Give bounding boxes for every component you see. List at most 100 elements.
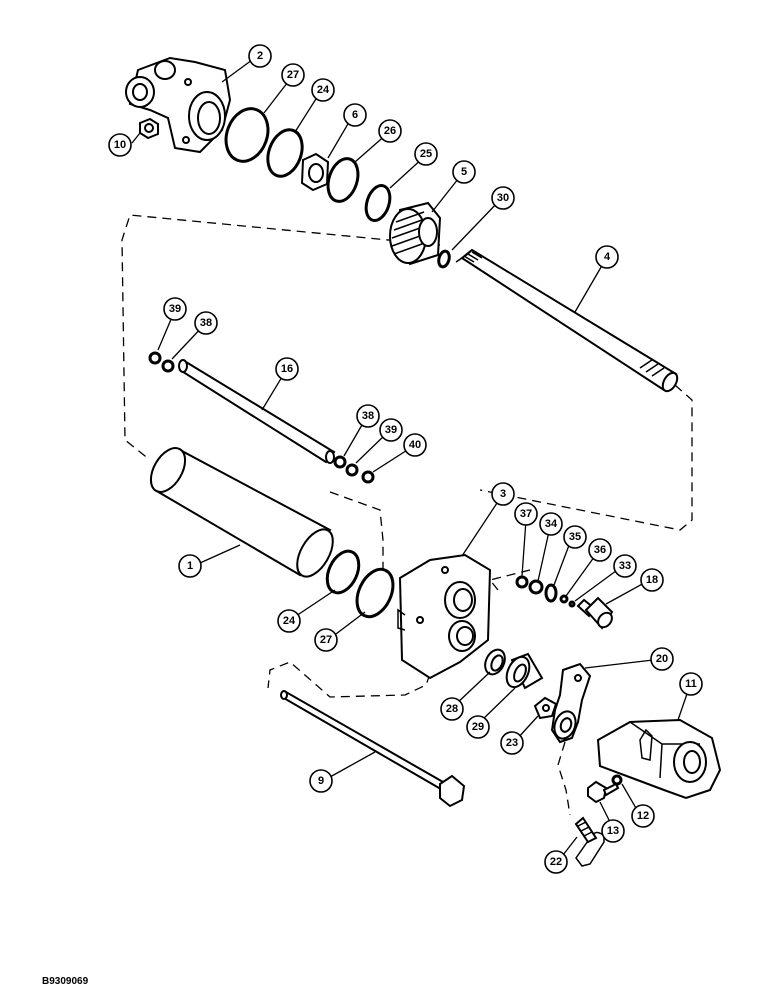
svg-text:38: 38 bbox=[362, 410, 374, 422]
callout-26: 26 bbox=[378, 119, 402, 143]
svg-text:24: 24 bbox=[283, 615, 296, 627]
snap-ring-39-left bbox=[148, 351, 162, 365]
plug-18 bbox=[576, 596, 614, 630]
svg-text:30: 30 bbox=[497, 192, 509, 204]
o-ring-25 bbox=[364, 184, 392, 222]
callout-29: 29 bbox=[466, 715, 490, 739]
callout-36: 36 bbox=[588, 538, 612, 562]
svg-text:33: 33 bbox=[619, 560, 631, 572]
svg-text:5: 5 bbox=[461, 166, 467, 178]
svg-text:39: 39 bbox=[385, 424, 397, 436]
callout-33: 33 bbox=[613, 554, 637, 578]
clamp-20 bbox=[550, 662, 592, 744]
callout-27-lower: 27 bbox=[314, 628, 338, 652]
callout-24-lower: 24 bbox=[277, 609, 301, 633]
document-id: B9309069 bbox=[42, 976, 89, 987]
svg-text:40: 40 bbox=[409, 439, 421, 451]
callout-16: 16 bbox=[275, 357, 299, 381]
svg-text:11: 11 bbox=[685, 678, 697, 690]
svg-text:38: 38 bbox=[200, 317, 212, 329]
svg-text:29: 29 bbox=[472, 721, 484, 733]
callout-13: 13 bbox=[601, 819, 625, 843]
svg-text:36: 36 bbox=[594, 544, 606, 556]
ring-35 bbox=[544, 583, 558, 603]
assembly-guide-cylinder bbox=[329, 491, 384, 575]
callout-3: 3 bbox=[491, 482, 515, 506]
snap-ring-39-right bbox=[345, 463, 359, 477]
svg-text:13: 13 bbox=[607, 825, 619, 837]
svg-text:9: 9 bbox=[318, 775, 324, 787]
o-ring-36 bbox=[559, 594, 569, 604]
callout-12: 12 bbox=[631, 804, 655, 828]
ring-34 bbox=[528, 579, 544, 595]
nut-10 bbox=[139, 117, 159, 140]
svg-text:3: 3 bbox=[500, 488, 506, 500]
callout-34: 34 bbox=[539, 512, 563, 536]
svg-text:6: 6 bbox=[352, 109, 358, 121]
callout-9: 9 bbox=[309, 769, 333, 793]
callout-23: 23 bbox=[500, 731, 524, 755]
svg-text:28: 28 bbox=[446, 703, 458, 715]
svg-text:20: 20 bbox=[656, 653, 668, 665]
washer-37 bbox=[515, 575, 529, 589]
svg-text:4: 4 bbox=[604, 251, 611, 263]
callout-10: 10 bbox=[108, 133, 132, 157]
nut-23 bbox=[533, 696, 558, 720]
assembly-guide-hose bbox=[557, 741, 571, 816]
callout-22: 22 bbox=[544, 850, 568, 874]
hose-fitting-22 bbox=[574, 816, 605, 867]
backup-ring-27-upper bbox=[224, 107, 270, 163]
svg-text:24: 24 bbox=[317, 84, 330, 96]
callout-27-upper: 27 bbox=[281, 63, 305, 87]
callout-11: 11 bbox=[679, 672, 703, 696]
assembly-guide-right bbox=[479, 384, 693, 531]
callout-40: 40 bbox=[403, 433, 427, 457]
svg-text:1: 1 bbox=[187, 560, 193, 572]
callout-18: 18 bbox=[640, 568, 664, 592]
callout-6: 6 bbox=[343, 103, 367, 127]
assembly-guide-port bbox=[488, 569, 531, 591]
svg-text:10: 10 bbox=[114, 139, 126, 151]
svg-text:37: 37 bbox=[520, 508, 532, 520]
svg-text:39: 39 bbox=[169, 303, 181, 315]
o-ring-30 bbox=[437, 249, 451, 269]
o-ring-24-lower bbox=[325, 549, 361, 595]
tie-rod-16 bbox=[178, 359, 336, 464]
callout-38-lower: 38 bbox=[356, 404, 380, 428]
svg-text:35: 35 bbox=[569, 531, 581, 543]
cylinder-barrel-1 bbox=[149, 447, 334, 578]
callout-35: 35 bbox=[563, 525, 587, 549]
callout-5: 5 bbox=[452, 160, 476, 184]
piston-5 bbox=[389, 201, 442, 266]
callout-39-lower: 39 bbox=[379, 418, 403, 442]
svg-text:27: 27 bbox=[320, 634, 332, 646]
nut-6 bbox=[300, 152, 330, 192]
seal-26 bbox=[326, 157, 360, 203]
washer-40 bbox=[361, 470, 375, 484]
svg-text:27: 27 bbox=[287, 69, 299, 81]
washer-12 bbox=[611, 774, 623, 786]
callout-28: 28 bbox=[440, 697, 464, 721]
backup-ring-27-lower bbox=[355, 567, 395, 619]
svg-text:18: 18 bbox=[646, 574, 658, 586]
svg-text:34: 34 bbox=[545, 518, 558, 530]
callout-2: 2 bbox=[248, 44, 272, 68]
washer-38-left bbox=[161, 359, 175, 373]
bolt-13 bbox=[587, 780, 620, 804]
tie-bolt-9 bbox=[280, 690, 466, 808]
callout-30: 30 bbox=[491, 186, 515, 210]
bushing-29 bbox=[505, 652, 544, 690]
o-ring-33 bbox=[568, 600, 576, 608]
piston-rod-4 bbox=[455, 248, 679, 393]
callout-24-upper: 24 bbox=[311, 78, 335, 102]
svg-text:26: 26 bbox=[384, 125, 396, 137]
seal-28 bbox=[484, 648, 506, 676]
svg-text:12: 12 bbox=[637, 810, 649, 822]
callout-37: 37 bbox=[514, 502, 538, 526]
callout-39-upper: 39 bbox=[163, 297, 187, 321]
callout-25: 25 bbox=[414, 142, 438, 166]
rod-end-head bbox=[125, 56, 232, 154]
washer-38-right bbox=[333, 455, 347, 469]
callout-38-upper: 38 bbox=[194, 311, 218, 335]
base-end-3 bbox=[397, 553, 492, 680]
